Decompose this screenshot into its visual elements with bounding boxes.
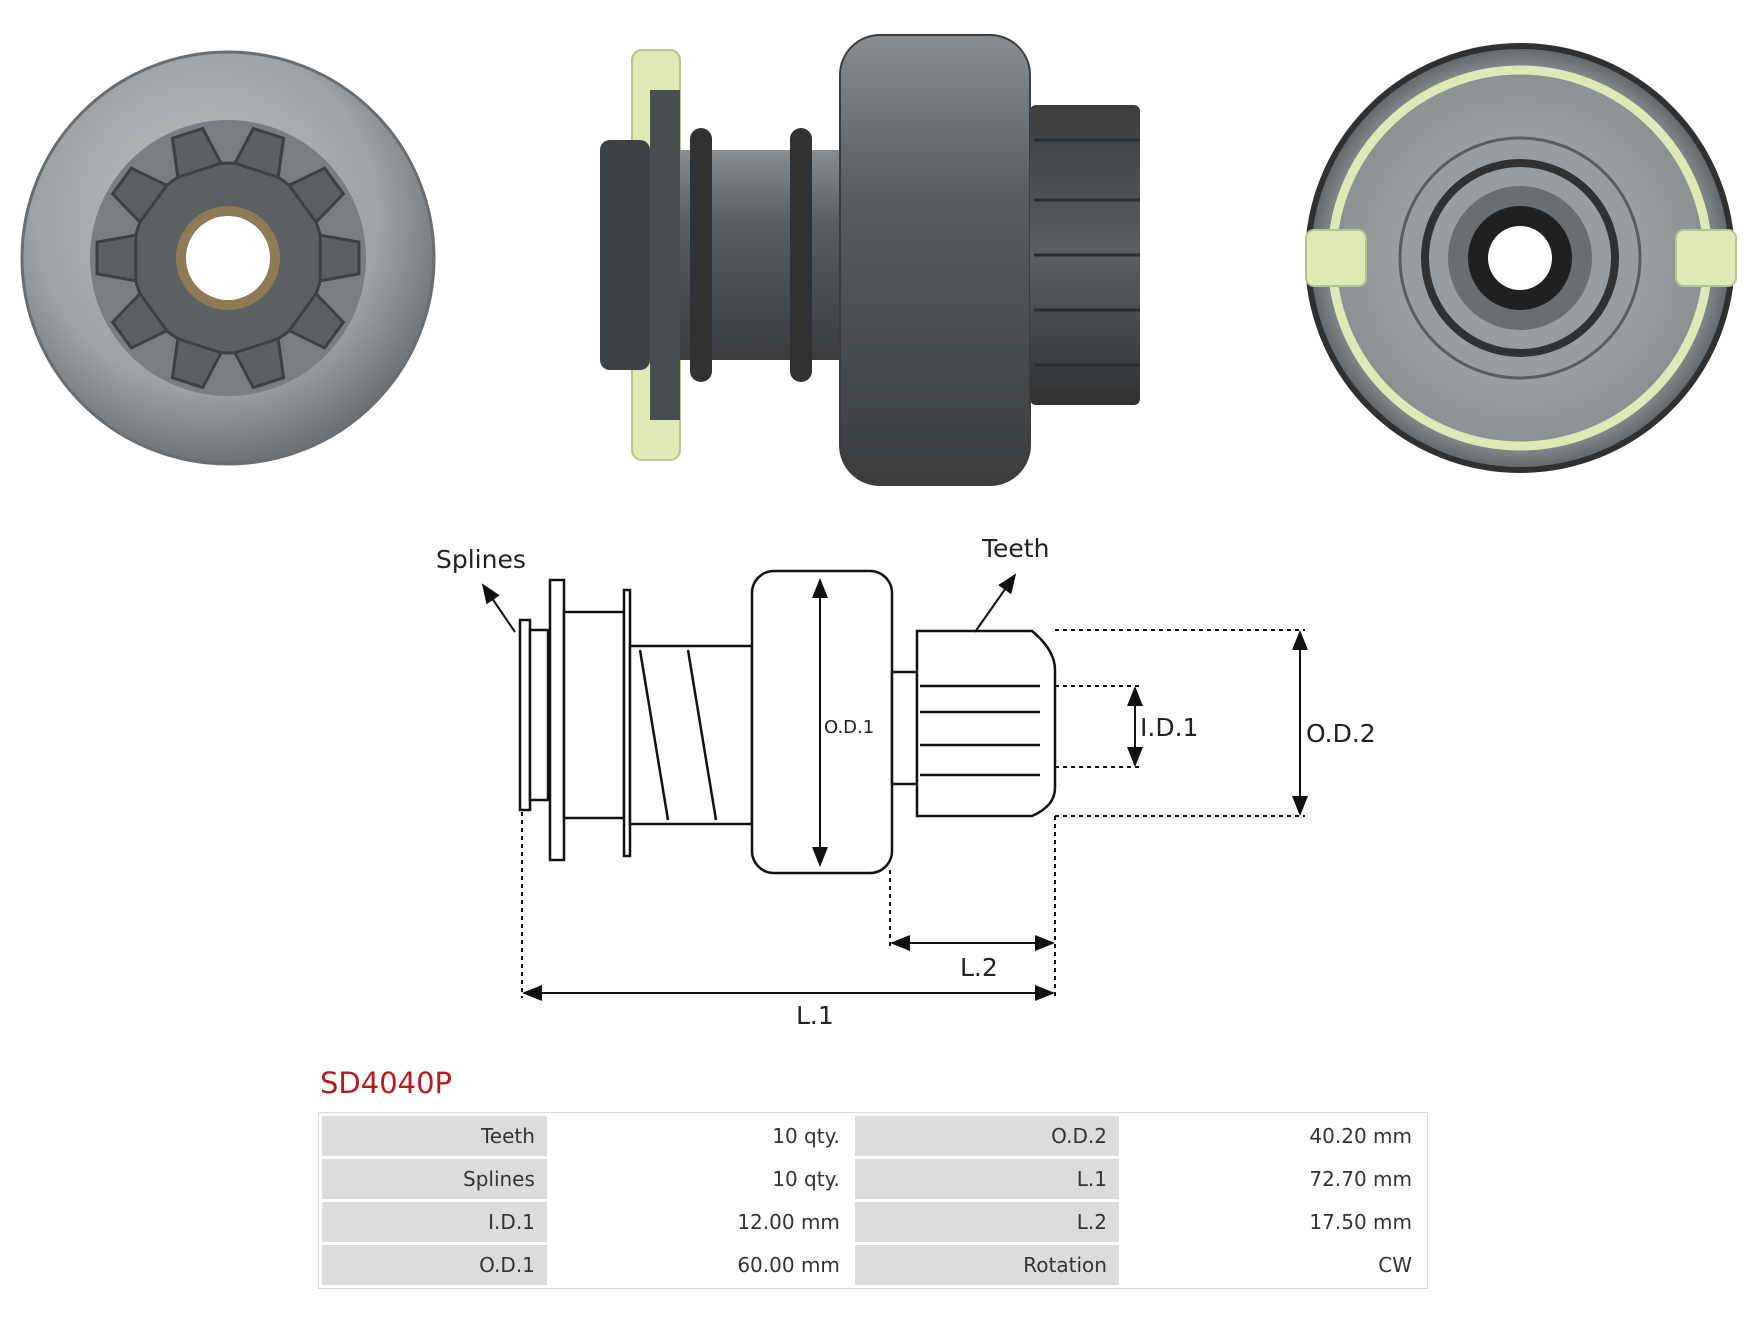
spec-label: L.2 <box>854 1202 1119 1242</box>
table-row: Splines 10 qty. L.1 72.70 mm <box>322 1159 1424 1199</box>
label-od1: O.D.1 <box>824 717 874 738</box>
specifications-table: Teeth 10 qty. O.D.2 40.20 mm Splines 10 … <box>318 1112 1428 1289</box>
spec-value: 60.00 mm <box>549 1245 852 1285</box>
photo-front-view <box>20 50 436 466</box>
label-teeth: Teeth <box>981 534 1049 563</box>
spec-value: 17.50 mm <box>1121 1202 1424 1242</box>
label-id1: I.D.1 <box>1140 713 1198 742</box>
spec-value: 40.20 mm <box>1121 1116 1424 1156</box>
spec-label: O.D.2 <box>854 1116 1119 1156</box>
spec-label: Teeth <box>322 1116 547 1156</box>
spec-label: Splines <box>322 1159 547 1199</box>
spec-value: 10 qty. <box>549 1116 852 1156</box>
spec-value: 12.00 mm <box>549 1202 852 1242</box>
product-photos <box>20 34 1737 486</box>
table-row: Teeth 10 qty. O.D.2 40.20 mm <box>322 1116 1424 1156</box>
photo-side-view <box>600 34 1140 486</box>
table-row: O.D.1 60.00 mm Rotation CW <box>322 1245 1424 1285</box>
dimension-diagram: Splines Teeth O.D.1 I.D.1 O.D.2 L.2 L.1 <box>436 534 1376 1030</box>
table-row: I.D.1 12.00 mm L.2 17.50 mm <box>322 1202 1424 1242</box>
diagram-dimension-lines <box>481 573 1308 1001</box>
spec-label: Rotation <box>854 1245 1119 1285</box>
spec-label: L.1 <box>854 1159 1119 1199</box>
label-l1: L.1 <box>796 1001 834 1030</box>
spec-value: CW <box>1121 1245 1424 1285</box>
spec-value: 72.70 mm <box>1121 1159 1424 1199</box>
spec-label: O.D.1 <box>322 1245 547 1285</box>
label-l2: L.2 <box>960 953 998 982</box>
photo-back-view <box>1305 43 1737 473</box>
spec-value: 10 qty. <box>549 1159 852 1199</box>
part-number-title: SD4040P <box>320 1066 453 1100</box>
label-od2: O.D.2 <box>1306 719 1376 748</box>
label-splines: Splines <box>436 545 526 574</box>
gear-teeth <box>95 126 361 390</box>
spec-label: I.D.1 <box>322 1202 547 1242</box>
diagram-outline <box>518 569 1057 875</box>
